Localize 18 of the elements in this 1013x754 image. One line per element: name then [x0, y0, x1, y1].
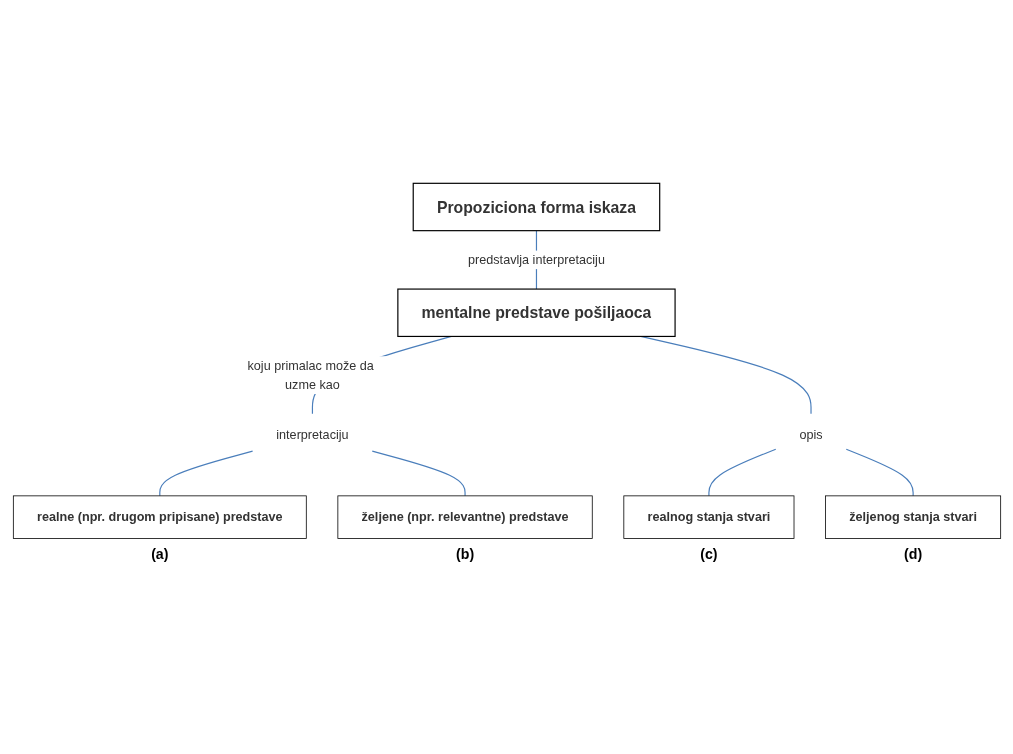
node-box: mentalne predstave pošiljaoca	[396, 288, 676, 338]
node-caption: (c)	[699, 546, 718, 563]
node-caption: (d)	[903, 546, 922, 563]
node-box: Propoziciona forma iskaza	[412, 183, 660, 232]
node-box: željenog stanja stvari	[824, 495, 1001, 540]
connector	[371, 450, 466, 497]
node-text: opis	[798, 428, 823, 442]
node-box: realnog stanja stvari	[622, 495, 794, 540]
node-caption: (b)	[455, 546, 474, 563]
node-caption: (a)	[150, 546, 168, 563]
connector	[158, 450, 253, 497]
node-box: željene (npr. relevantne) predstave	[336, 495, 593, 540]
edge-label: koju primalac može da uzme kao	[247, 358, 374, 392]
connector	[707, 449, 776, 497]
connector	[845, 449, 914, 497]
node-box: realne (npr. drugom pripisane) predstave	[12, 495, 307, 540]
edge-label: predstavlja interpretaciju	[467, 253, 605, 267]
node-text: interpretaciju	[275, 428, 349, 442]
